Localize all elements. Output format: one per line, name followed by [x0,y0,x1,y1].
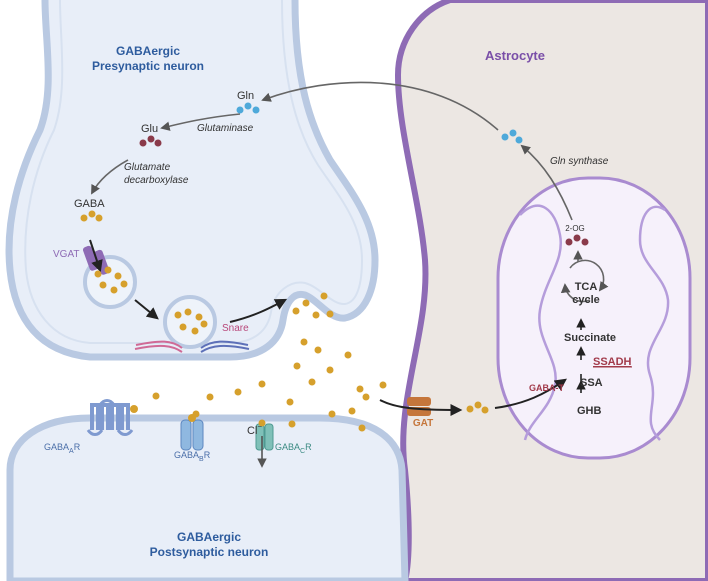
gaba-dot [179,323,187,331]
presynaptic-title-line2: Presynaptic neuron [92,59,204,73]
gaba-dot [288,420,296,428]
gaba-dot [481,406,489,414]
postsynaptic-title-line2: Postsynaptic neuron [150,545,269,559]
gaba-dot [195,313,203,321]
gln-dot [501,133,509,141]
gln-dot [244,102,252,110]
gaba-dot [206,393,214,401]
glutaminase-label: Glutaminase [197,123,254,134]
gad-label-line2: decarboxylase [124,175,189,186]
pathway-arrows [89,81,609,416]
gaba-dot [344,351,352,359]
tca-label-line1: TCA [575,281,598,293]
molecule-dots [80,102,589,432]
glu-dot [139,139,147,147]
ghb-label: GHB [577,405,602,417]
gaba-dot [192,410,200,418]
gaba-dot [314,346,322,354]
gaba-dot [200,320,208,328]
mitochondrion [496,176,692,460]
gaba-dot [258,380,266,388]
glu-dot [147,135,155,143]
glu-label: Glu [141,123,158,135]
gaba-dot [362,393,370,401]
gaba-dot [326,366,334,374]
gaba-dot [94,270,102,278]
gaba-dot [300,338,308,346]
gaba-dot [308,378,316,386]
snare-label: Snare [222,323,249,334]
postsynaptic-title-line1: GABAergic [177,530,241,544]
ssadh-label: SSADH [593,356,632,368]
gabab-receptor [180,414,204,451]
gaba-dot [293,362,301,370]
gabac-receptor-label: GABACR [275,442,312,455]
gabab-receptor-label: GABABR [174,450,211,463]
gaba-dot [474,401,482,409]
gaba-dot [320,292,328,300]
gaba-dot [292,307,300,315]
gaba-dot [286,398,294,406]
gaba-dot [120,280,128,288]
gaba-dot [88,210,96,218]
gaba-dot [104,266,112,274]
gaba-dot [302,299,310,307]
gaba-dot [312,311,320,319]
gaba-dot [99,281,107,289]
gaba-dot [326,310,334,318]
gaba-dot [466,405,474,413]
glu-dot [581,238,589,246]
gln-dot [509,129,517,137]
gabaa-receptor-label: GABAAR [44,442,81,455]
glu-dot [565,238,573,246]
ssa-label: SSA [580,377,603,389]
gaba-dot [191,327,199,335]
gaba-dot [234,388,242,396]
gaba-dot [358,424,366,432]
gln-synthase-label: Gln synthase [550,156,609,167]
gln-dot [515,136,523,144]
gaba-label: GABA [74,198,105,210]
gaba-dot [80,214,88,222]
gaba-dot [152,392,160,400]
gaba-dot [379,381,387,389]
gaba-dot [95,214,103,222]
vesicle-docked-2 [163,295,217,349]
glu-dot [573,234,581,242]
gaba-dot [114,272,122,280]
gaba-dot [174,311,182,319]
gaba-dot [110,286,118,294]
gad-label-line1: Glutamate [124,162,171,173]
gaba-dot [356,385,364,393]
succinate-label: Succinate [564,332,616,344]
vgat-label: VGAT [53,249,79,260]
gaba-t-label: GABA-T [529,383,564,393]
glu-dot [154,139,162,147]
gln-label: Gln [237,90,254,102]
gln-dot [252,106,260,114]
chloride-label: Cl− [247,422,262,437]
two-og-label: 2-OG [565,224,585,233]
snare-complex [134,340,250,353]
gabac-receptor [255,419,274,451]
postsynaptic-neuron [6,414,409,581]
gabaa-receptor [86,399,138,436]
presynaptic-title-line1: GABAergic [116,44,180,58]
gat-label: GAT [413,418,433,429]
gaba-dot [348,407,356,415]
gaba-dot [328,410,336,418]
gaba-dot [184,308,192,316]
astrocyte-title: Astrocyte [485,48,545,63]
gln-dot [236,106,244,114]
tca-label-line2: cycle [572,294,600,306]
